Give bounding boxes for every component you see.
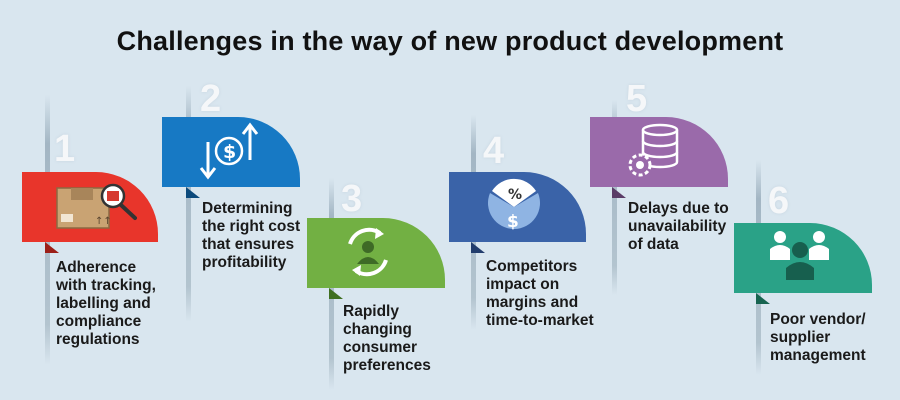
item-5-number: 5 bbox=[626, 78, 648, 120]
item-2-post bbox=[186, 86, 191, 322]
item-6-number: 6 bbox=[768, 180, 790, 222]
item-4-fold bbox=[471, 242, 485, 253]
item-1-number: 1 bbox=[54, 128, 76, 170]
item-5-text: Delays due to unavailability of data bbox=[628, 200, 729, 253]
item-2-text: Determining the right cost that ensures … bbox=[202, 200, 301, 271]
svg-text:↑↑: ↑↑ bbox=[95, 216, 112, 227]
item-6-text: Poor vendor/ supplier management bbox=[770, 311, 866, 364]
page-title: Challenges in the way of new product dev… bbox=[116, 26, 784, 56]
item-4-text: Competitors impact on margins and time-t… bbox=[486, 258, 594, 329]
item-4-number: 4 bbox=[483, 130, 505, 172]
people-group-icon bbox=[768, 228, 832, 291]
svg-text:$: $ bbox=[223, 141, 236, 163]
database-gear-icon bbox=[624, 122, 684, 187]
item-2-number: 2 bbox=[200, 78, 222, 120]
dollar-arrows-icon: $ bbox=[198, 120, 260, 187]
item-6-fold bbox=[756, 293, 770, 304]
item-3-text: Rapidly changing consumer preferences bbox=[343, 303, 431, 374]
svg-text:%: % bbox=[508, 187, 522, 203]
svg-text:$: $ bbox=[507, 212, 519, 232]
item-5-fold bbox=[612, 187, 626, 198]
item-3-fold bbox=[329, 288, 343, 299]
item-3-number: 3 bbox=[341, 178, 363, 220]
percent-dollar-pie-icon: % $ bbox=[484, 177, 544, 240]
user-cycle-icon bbox=[340, 224, 396, 285]
item-2-fold bbox=[186, 187, 200, 198]
box-magnifier-icon: ↑↑ bbox=[55, 180, 139, 237]
item-1-text: Adherence with tracking, labelling and c… bbox=[56, 259, 156, 348]
item-1-fold bbox=[45, 242, 59, 253]
